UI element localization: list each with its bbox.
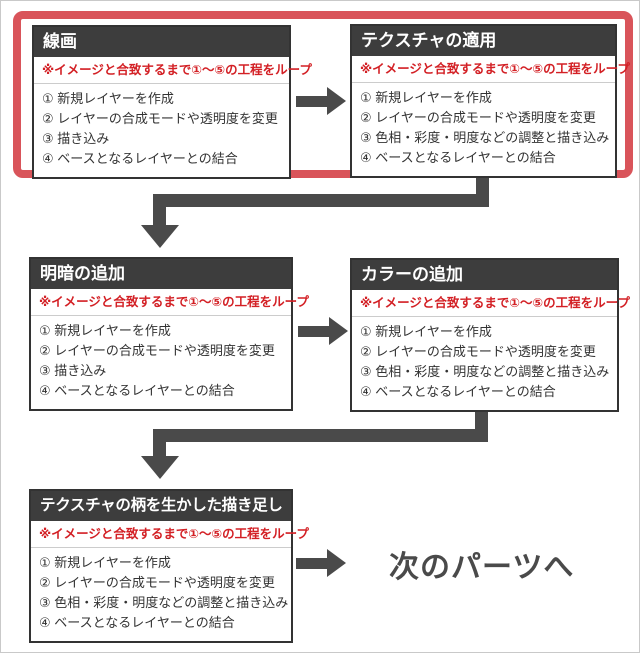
process-box-title: テクスチャの柄を生かした描き足し: [31, 491, 291, 521]
arrow-head: [327, 549, 346, 577]
step-list: ① 新規レイヤーを作成 ② レイヤーの合成モードや透明度を変更 ③ 色相・彩度・…: [352, 317, 617, 410]
step-list: ① 新規レイヤーを作成 ② レイヤーの合成モードや透明度を変更 ③ 色相・彩度・…: [31, 548, 291, 641]
step-item: ④ ベースとなるレイヤーとの結合: [39, 615, 235, 630]
arrow-shaft: [298, 326, 329, 337]
next-part-label: 次のパーツへ: [389, 551, 575, 584]
connector-segment: [153, 429, 488, 442]
step-item: ④ ベースとなるレイヤーとの結合: [360, 384, 556, 399]
arrow-shaft: [296, 558, 327, 569]
loop-note: ※イメージと合致するまで①〜⑤の工程をループ: [352, 56, 630, 83]
step-list: ① 新規レイヤーを作成 ② レイヤーの合成モードや透明度を変更 ③ 描き込み ④…: [31, 316, 291, 409]
loop-note: ※イメージと合致するまで①〜⑤の工程をループ: [31, 521, 309, 548]
process-box-color-add: カラーの追加 ※イメージと合致するまで①〜⑤の工程をループ ① 新規レイヤーを作…: [350, 258, 630, 412]
process-box-title: 線画: [34, 27, 289, 57]
step-item: ③ 描き込み: [42, 131, 110, 146]
process-box-shading: 明暗の追加 ※イメージと合致するまで①〜⑤の工程をループ ① 新規レイヤーを作成…: [29, 257, 309, 411]
arrow-right-icon: [298, 317, 348, 345]
step-item: ② レイヤーの合成モードや透明度を変更: [360, 110, 596, 125]
step-item: ① 新規レイヤーを作成: [42, 91, 174, 106]
step-item: ④ ベースとなるレイヤーとの結合: [42, 151, 238, 166]
step-item: ① 新規レイヤーを作成: [360, 324, 492, 339]
step-item: ③ 描き込み: [39, 363, 107, 378]
process-box-line-art: 線画 ※イメージと合致するまで①〜⑤の工程をループ ① 新規レイヤーを作成 ② …: [32, 25, 312, 179]
loop-note: ※イメージと合致するまで①〜⑤の工程をループ: [31, 289, 309, 316]
process-box-title: テクスチャの適用: [352, 26, 615, 56]
process-box-title: カラーの追加: [352, 260, 617, 290]
step-item: ② レイヤーの合成モードや透明度を変更: [39, 575, 275, 590]
loop-note: ※イメージと合致するまで①〜⑤の工程をループ: [34, 57, 312, 84]
step-list: ① 新規レイヤーを作成 ② レイヤーの合成モードや透明度を変更 ③ 描き込み ④…: [34, 84, 289, 177]
step-item: ② レイヤーの合成モードや透明度を変更: [360, 344, 596, 359]
loop-highlight-border: [13, 11, 633, 178]
arrow-shaft: [296, 96, 327, 107]
arrowhead-down-icon: [141, 225, 179, 248]
arrowhead-down-icon: [141, 456, 179, 479]
step-item: ④ ベースとなるレイヤーとの結合: [39, 383, 235, 398]
connector-segment: [153, 429, 166, 460]
step-list: ① 新規レイヤーを作成 ② レイヤーの合成モードや透明度を変更 ③ 色相・彩度・…: [352, 83, 615, 176]
step-item: ① 新規レイヤーを作成: [39, 555, 171, 570]
arrow-head: [329, 317, 348, 345]
arrow-head: [327, 87, 346, 115]
loop-note: ※イメージと合致するまで①〜⑤の工程をループ: [352, 290, 630, 317]
step-item: ③ 色相・彩度・明度などの調整と描き込み: [360, 364, 610, 379]
step-item: ② レイヤーの合成モードや透明度を変更: [42, 111, 278, 126]
step-item: ① 新規レイヤーを作成: [39, 323, 171, 338]
elbow-arrow-down-icon: [141, 405, 488, 479]
step-item: ③ 色相・彩度・明度などの調整と描き込み: [39, 595, 289, 610]
arrow-right-icon: [296, 87, 346, 115]
process-box-texture-apply: テクスチャの適用 ※イメージと合致するまで①〜⑤の工程をループ ① 新規レイヤー…: [350, 24, 630, 178]
process-box-texture-detail: テクスチャの柄を生かした描き足し ※イメージと合致するまで①〜⑤の工程をループ …: [29, 489, 309, 643]
step-item: ① 新規レイヤーを作成: [360, 90, 492, 105]
arrow-right-icon: [296, 549, 346, 577]
connector-segment: [153, 194, 166, 225]
step-item: ④ ベースとなるレイヤーとの結合: [360, 150, 556, 165]
elbow-arrow-down-icon: [141, 170, 489, 248]
process-box-title: 明暗の追加: [31, 259, 291, 289]
step-item: ③ 色相・彩度・明度などの調整と描き込み: [360, 130, 610, 145]
step-item: ② レイヤーの合成モードや透明度を変更: [39, 343, 275, 358]
connector-segment: [153, 194, 489, 207]
